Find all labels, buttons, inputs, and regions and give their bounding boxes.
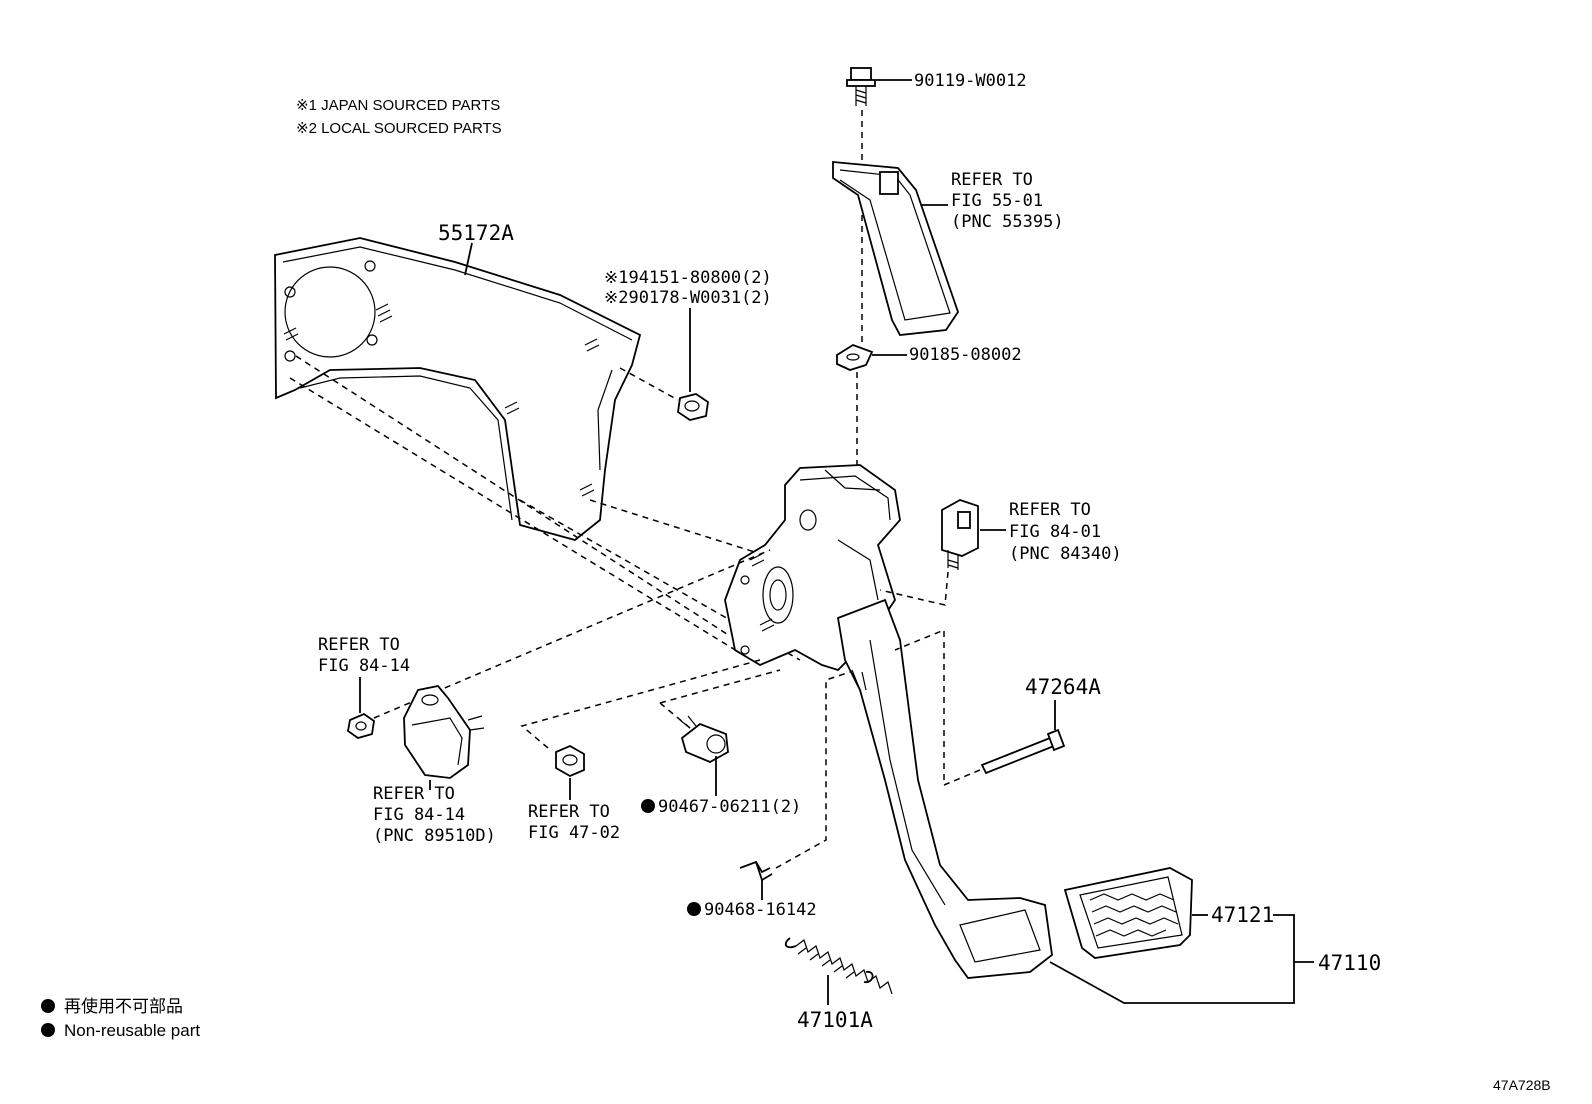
label-sensor-ref-3: (PNC 89510D)	[373, 826, 496, 846]
label-pedal: 47110	[1318, 951, 1381, 975]
label-switch-ref-1: REFER TO	[1009, 500, 1091, 520]
pedal-pad-part[interactable]	[1063, 867, 1193, 959]
washer-part[interactable]	[836, 344, 874, 371]
label-pin: 47264A	[1025, 675, 1101, 699]
label-switch-ref-3: (PNC 84340)	[1009, 544, 1122, 564]
note-japan-sourced: ※1 JAPAN SOURCED PARTS	[296, 97, 500, 114]
nut-upper-part[interactable]	[677, 393, 709, 421]
label-bracket-ref-1: REFER TO	[951, 170, 1033, 190]
label-sensor-ref-2: FIG 84-14	[373, 805, 465, 825]
label-pad: 47121	[1211, 903, 1274, 927]
bushing-part[interactable]	[679, 715, 729, 763]
clevis-pin-part[interactable]	[980, 728, 1066, 775]
clip-part[interactable]	[739, 860, 773, 882]
label-nut-mid-ref-1: REFER TO	[528, 802, 610, 822]
legend-bullet-jp	[41, 999, 55, 1013]
brake-pedal-part[interactable]	[836, 598, 1053, 979]
label-clip: 90468-16142	[704, 900, 817, 920]
label-sensor-ref-1: REFER TO	[373, 784, 455, 804]
nut-middle-part[interactable]	[555, 744, 585, 778]
non-reusable-marker-clip	[687, 902, 701, 916]
return-spring-part[interactable]	[784, 937, 893, 995]
label-washer: 90185-08002	[909, 345, 1022, 365]
legend-non-reusable-en: Non-reusable part	[64, 1021, 200, 1040]
upper-bracket-part[interactable]	[832, 161, 959, 336]
label-nut-left-ref-2: FIG 84-14	[318, 656, 410, 676]
label-bushing: 90467-06211(2)	[658, 797, 801, 817]
bolt-top-part[interactable]	[846, 67, 876, 106]
support-plate-part[interactable]	[274, 237, 642, 541]
figure-code: 47A728B	[1493, 1077, 1551, 1093]
label-nut-mid-ref-2: FIG 47-02	[528, 823, 620, 843]
label-nut-local: ※290178-W0031(2)	[604, 288, 772, 308]
label-switch-ref-2: FIG 84-01	[1009, 522, 1101, 542]
non-reusable-marker-bushing	[641, 799, 655, 813]
label-bracket-ref-2: FIG 55-01	[951, 191, 1043, 211]
stop-lamp-switch-part[interactable]	[941, 499, 979, 570]
label-nut-left-ref-1: REFER TO	[318, 635, 400, 655]
note-local-sourced: ※2 LOCAL SOURCED PARTS	[296, 120, 502, 137]
label-bolt-top: 90119-W0012	[914, 71, 1027, 91]
legend-bullet-en	[41, 1023, 55, 1037]
label-spring: 47101A	[797, 1008, 873, 1032]
nut-left-part[interactable]	[347, 712, 375, 739]
label-nut-japan: ※194151-80800(2)	[604, 268, 772, 288]
label-support: 55172A	[438, 221, 514, 245]
legend-non-reusable-jp: 再使用不可部品	[64, 996, 183, 1016]
stroke-sensor-part[interactable]	[403, 685, 485, 779]
label-bracket-ref-3: (PNC 55395)	[951, 212, 1064, 232]
